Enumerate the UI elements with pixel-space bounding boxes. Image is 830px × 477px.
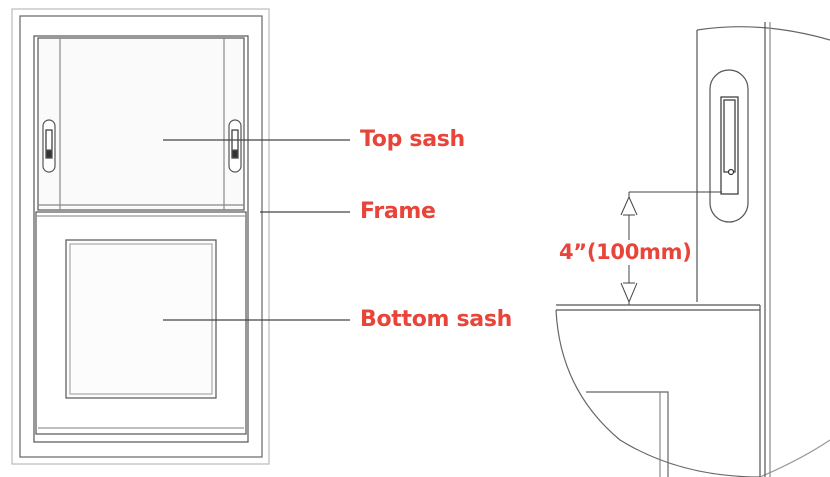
label-top-sash: Top sash [360,127,465,152]
outer-frame [11,8,270,465]
top-sash [37,37,245,211]
detail-view [555,22,830,477]
label-dimension: 4”(100mm) [559,240,692,264]
bottom-sash [35,211,247,435]
detail-bottom-sash [556,304,761,477]
detail-lock [709,69,749,223]
sash-lock-right [228,119,242,173]
window-elevation [11,8,350,465]
label-bottom-sash: Bottom sash [360,307,513,332]
frame [19,15,263,458]
label-frame: Frame [360,199,436,224]
sash-lock-left [42,119,56,173]
dimension-marker [620,191,722,305]
